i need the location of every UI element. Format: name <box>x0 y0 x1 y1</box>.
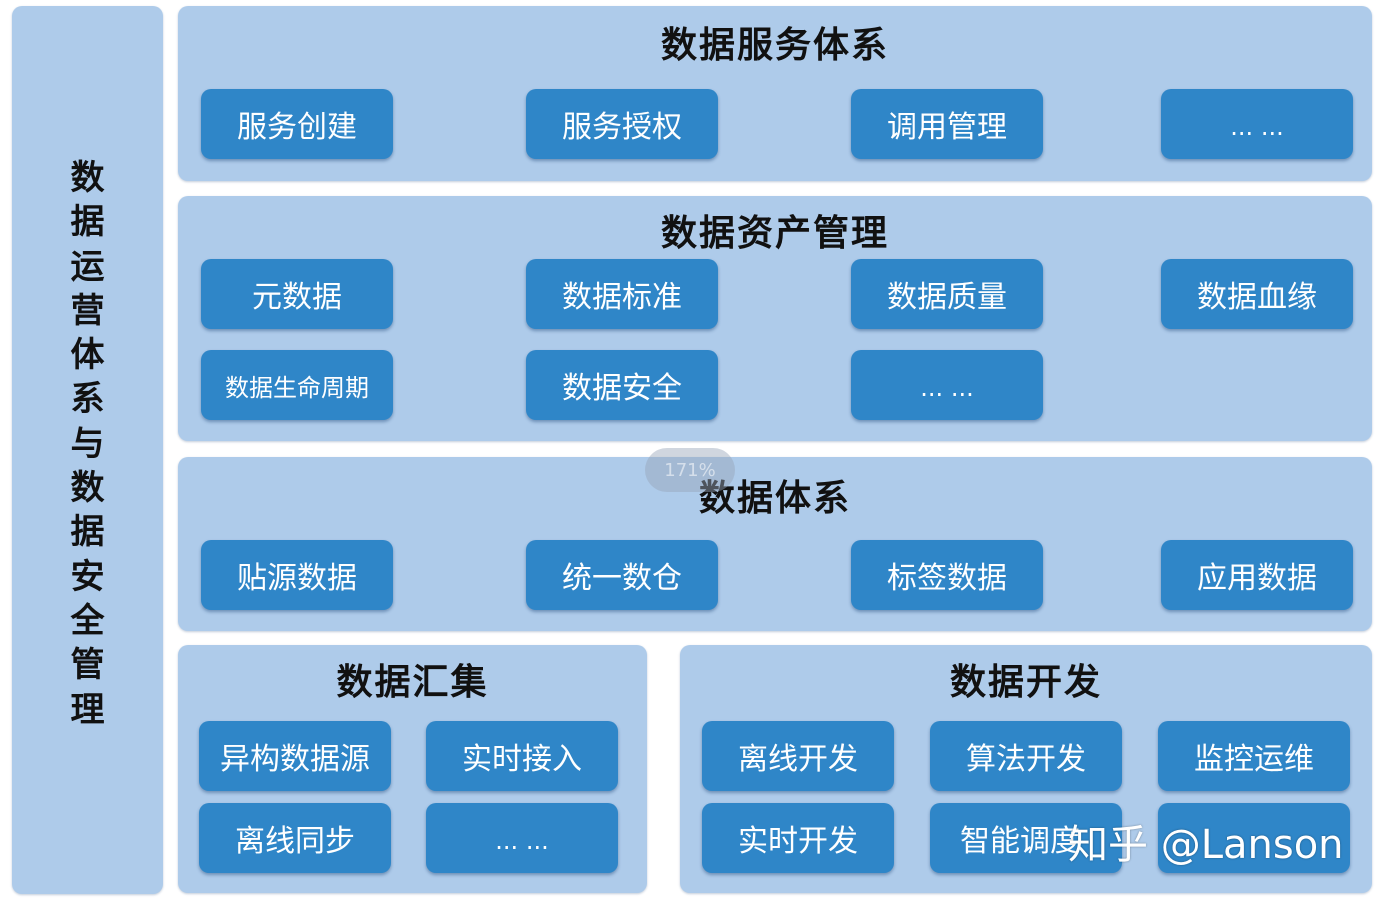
sidebar-char: 数 <box>70 468 105 509</box>
service-create-box: 服务创建 <box>201 89 393 159</box>
heterogeneous-source-box: 异构数据源 <box>199 721 391 791</box>
realtime-dev-box: 实时开发 <box>702 803 894 873</box>
zhihu-watermark: 知乎 @Lanson <box>1068 822 1344 868</box>
zoom-indicator: 171% <box>645 448 735 492</box>
sidebar-char: 运 <box>70 246 105 287</box>
monitoring-ops-box: 监控运维 <box>1158 721 1350 791</box>
sidebar-char: 安 <box>70 556 105 597</box>
sidebar-title: 数 据 运 营 体 系 与 数 据 安 全 管 理 <box>12 156 163 732</box>
sidebar-char: 系 <box>70 379 105 420</box>
sidebar-char: 据 <box>70 512 105 553</box>
data-lifecycle-box: 数据生命周期 <box>201 350 393 420</box>
service-more-box: ... ... <box>1161 89 1353 159</box>
data-collection-title: 数据汇集 <box>336 662 489 703</box>
sidebar-panel: 数 据 运 营 体 系 与 数 据 安 全 管 理 <box>12 6 163 894</box>
service-authorize-box: 服务授权 <box>526 89 718 159</box>
call-management-box: 调用管理 <box>851 89 1043 159</box>
offline-sync-box: 离线同步 <box>199 803 391 873</box>
data-system-title: 数据体系 <box>698 478 851 519</box>
metadata-box: 元数据 <box>201 259 393 329</box>
sidebar-char: 数 <box>70 158 105 198</box>
tag-data-box: 标签数据 <box>851 540 1043 610</box>
unified-warehouse-box: 统一数仓 <box>526 540 718 610</box>
data-standard-box: 数据标准 <box>526 259 718 329</box>
data-quality-box: 数据质量 <box>851 259 1043 329</box>
sidebar-char: 理 <box>70 689 105 730</box>
application-data-box: 应用数据 <box>1161 540 1353 610</box>
service-system-title: 数据服务体系 <box>660 25 889 66</box>
source-data-box: 贴源数据 <box>201 540 393 610</box>
sidebar-char: 体 <box>70 335 105 376</box>
realtime-ingest-box: 实时接入 <box>426 721 618 791</box>
smart-scheduling-box: 智能调度 <box>930 803 1122 873</box>
blank-box <box>1158 803 1350 873</box>
offline-dev-box: 离线开发 <box>702 721 894 791</box>
algorithm-dev-box: 算法开发 <box>930 721 1122 791</box>
asset-management-title: 数据资产管理 <box>660 213 889 254</box>
sidebar-char: 据 <box>70 202 105 243</box>
sidebar-char: 营 <box>70 290 105 331</box>
sidebar-char: 管 <box>70 645 105 686</box>
asset-more-box: ... ... <box>851 350 1043 420</box>
data-security-box: 数据安全 <box>526 350 718 420</box>
sidebar-char: 全 <box>70 600 105 641</box>
sidebar-char: 与 <box>70 423 105 464</box>
data-lineage-box: 数据血缘 <box>1161 259 1353 329</box>
data-development-title: 数据开发 <box>949 662 1102 703</box>
collection-more-box: ... ... <box>426 803 618 873</box>
